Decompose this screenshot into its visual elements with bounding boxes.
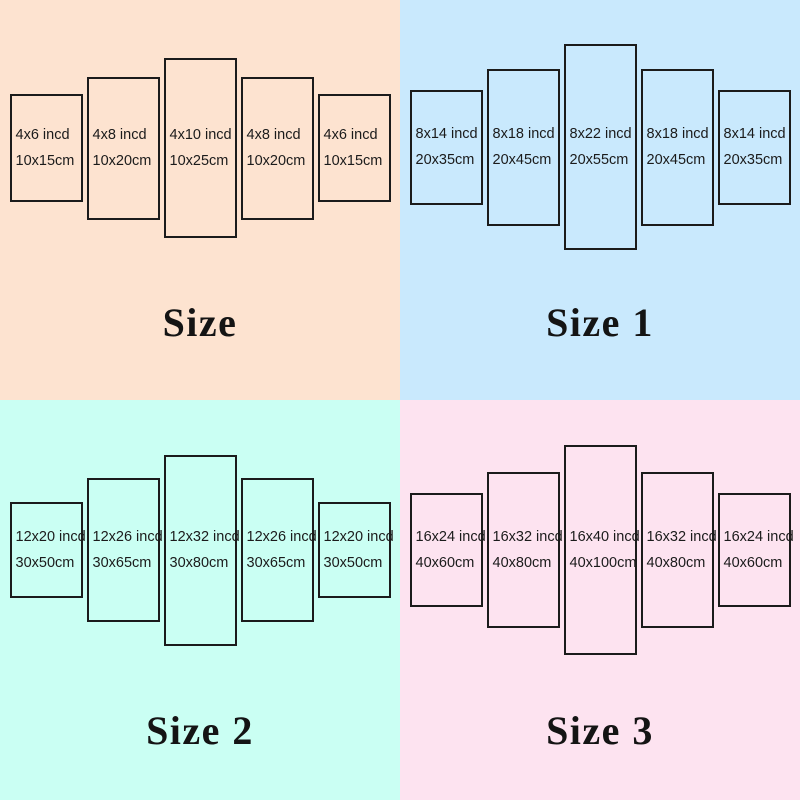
- canvas-panel-2: 12x26 incd 30x65cm: [86, 478, 163, 622]
- panel-size-inches: 12x26 incd: [92, 529, 163, 545]
- quadrant-size-1: 8x14 incd 20x35cm 8x18 incd 20x45cm 8x22…: [400, 0, 800, 400]
- panel-size-inches: 8x18 incd: [646, 126, 709, 142]
- panel-size-inches: 16x40 incd: [569, 529, 640, 545]
- canvas-panel-3: 16x40 incd 40x100cm: [563, 445, 640, 655]
- canvas-panel-1: 16x24 incd 40x60cm: [409, 493, 486, 607]
- quadrant-size-default: 4x6 incd 10x15cm 4x8 incd 10x20cm 4x10 i…: [0, 0, 400, 400]
- canvas-panel-4: 16x32 incd 40x80cm: [640, 472, 717, 628]
- canvas-panel-4: 8x18 incd 20x45cm: [640, 68, 714, 226]
- panel-size-cm: 20x55cm: [569, 152, 629, 168]
- panel-size-inches: 8x18 incd: [492, 126, 555, 142]
- panel-size-inches: 16x24 incd: [415, 529, 486, 545]
- canvas-panel-1: 4x6 incd 10x15cm: [9, 94, 83, 202]
- size-label: Size: [162, 300, 238, 345]
- panel-size-cm: 40x60cm: [415, 555, 475, 571]
- canvas-panel-3: 12x32 incd 30x80cm: [163, 454, 240, 646]
- panel-size-inches: 8x14 incd: [723, 126, 786, 142]
- canvas-panel-2: 8x18 incd 20x45cm: [486, 68, 560, 226]
- canvas-panel-2: 4x8 incd 10x20cm: [86, 76, 160, 220]
- canvas-panel-5: 12x20 incd 30x50cm: [317, 502, 394, 598]
- panel-size-inches: 4x6 incd: [15, 127, 70, 143]
- panel-size-inches: 16x32 incd: [646, 529, 717, 545]
- canvas-panel-5: 8x14 incd 20x35cm: [717, 89, 791, 205]
- panel-size-cm: 20x45cm: [646, 152, 706, 168]
- panel-size-cm: 30x65cm: [246, 555, 306, 571]
- panel-size-inches: 4x8 incd: [92, 127, 147, 143]
- panel-size-inches: 16x24 incd: [723, 529, 794, 545]
- canvas-panel-1: 8x14 incd 20x35cm: [409, 89, 483, 205]
- panel-size-inches: 12x26 incd: [246, 529, 317, 545]
- panel-size-inches: 12x20 incd: [323, 529, 394, 545]
- canvas-panel-4: 12x26 incd 30x65cm: [240, 478, 317, 622]
- panel-size-inches: 12x32 incd: [169, 529, 240, 545]
- panel-size-cm: 30x50cm: [15, 555, 75, 571]
- panel-size-inches: 16x32 incd: [492, 529, 563, 545]
- panel-size-cm: 40x80cm: [492, 555, 552, 571]
- panel-size-cm: 40x60cm: [723, 555, 783, 571]
- panel-size-inches: 8x22 incd: [569, 126, 632, 142]
- panel-size-cm: 10x15cm: [15, 153, 75, 169]
- canvas-panel-2: 16x32 incd 40x80cm: [486, 472, 563, 628]
- size-label: Size 1: [546, 300, 654, 345]
- panel-size-cm: 40x100cm: [569, 555, 637, 571]
- canvas-panel-5: 16x24 incd 40x60cm: [717, 493, 794, 607]
- quadrant-size-3: 16x24 incd 40x60cm 16x32 incd 40x80cm 16…: [400, 400, 800, 800]
- panel-size-inches: 4x8 incd: [246, 127, 301, 143]
- canvas-panel-4: 4x8 incd 10x20cm: [240, 76, 314, 220]
- canvas-panel-3: 4x10 incd 10x25cm: [163, 58, 237, 238]
- panel-size-cm: 40x80cm: [646, 555, 706, 571]
- panel-size-cm: 10x20cm: [92, 153, 152, 169]
- canvas-panel-5: 4x6 incd 10x15cm: [317, 94, 391, 202]
- size-label: Size 3: [546, 708, 654, 753]
- panel-size-cm: 10x20cm: [246, 153, 306, 169]
- panel-size-cm: 10x15cm: [323, 153, 383, 169]
- quadrant-size-2: 12x20 incd 30x50cm 12x26 incd 30x65cm 12…: [0, 400, 400, 800]
- panel-size-cm: 20x35cm: [723, 152, 783, 168]
- panel-size-cm: 20x45cm: [492, 152, 552, 168]
- size-label: Size 2: [146, 708, 254, 753]
- panel-size-cm: 30x80cm: [169, 555, 229, 571]
- panel-size-cm: 30x65cm: [92, 555, 152, 571]
- panel-size-inches: 8x14 incd: [415, 126, 478, 142]
- canvas-panel-3: 8x22 incd 20x55cm: [563, 44, 637, 250]
- panel-size-cm: 20x35cm: [415, 152, 475, 168]
- canvas-panel-1: 12x20 incd 30x50cm: [9, 502, 86, 598]
- panel-size-cm: 30x50cm: [323, 555, 383, 571]
- panel-size-inches: 4x6 incd: [323, 127, 378, 143]
- panel-size-inches: 4x10 incd: [169, 127, 232, 143]
- panel-size-cm: 10x25cm: [169, 153, 229, 169]
- panel-size-inches: 12x20 incd: [15, 529, 86, 545]
